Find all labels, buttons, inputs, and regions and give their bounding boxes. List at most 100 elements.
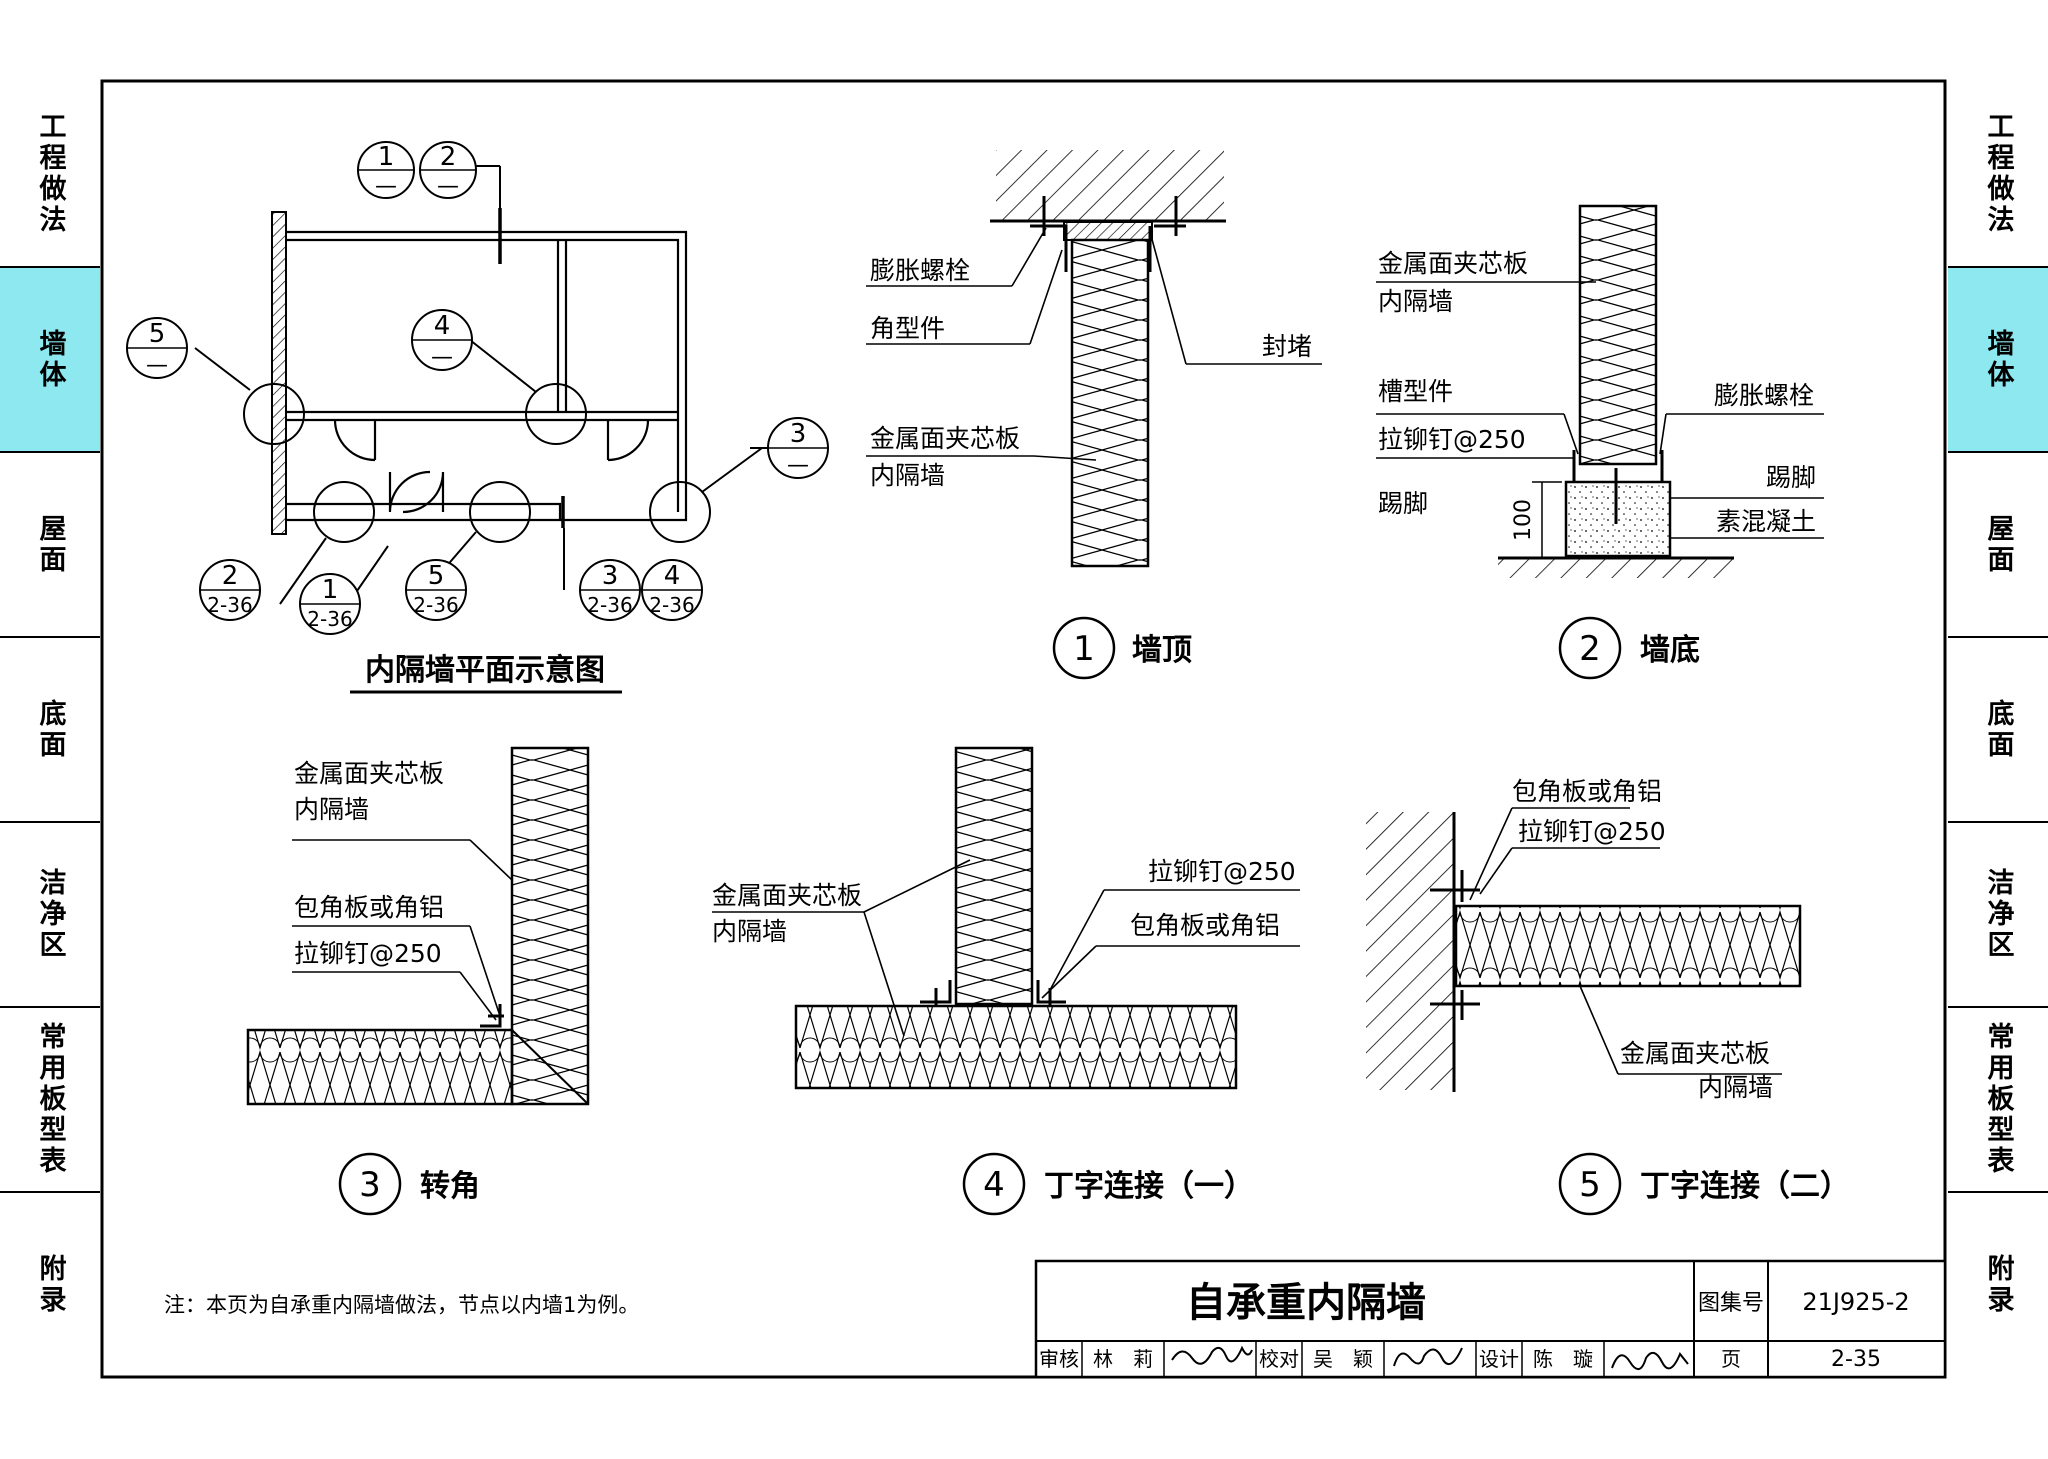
right-tab-panel-table[interactable]: 常用板型表 [1948, 1006, 2048, 1191]
svg-text:2-36: 2-36 [413, 593, 458, 617]
detail-3-label-wall: 内隔墙 [294, 795, 369, 824]
right-tab-clean-zone[interactable]: 洁净区 [1948, 821, 2048, 1006]
detail-1-label-seal: 封堵 [1262, 332, 1312, 361]
detail-3-label-rivet: 拉铆钉@250 [294, 939, 442, 968]
right-tab-engineering[interactable]: 工程做法 [1982, 111, 2014, 236]
detail-4-number: 4 [983, 1165, 1005, 1205]
detail-4-label-corner: 包角板或角铝 [1130, 911, 1280, 940]
left-tab-appendix[interactable]: 附录 [0, 1191, 100, 1376]
drawing-frame [100, 79, 1947, 1379]
detail-4-label-panel: 金属面夹芯板 [712, 881, 862, 910]
detail-3-horizontal-panel [246, 1028, 514, 1106]
sheet-title: 自承重内隔墙 [1186, 1280, 1426, 1326]
designer-name: 陈 璇 [1533, 1347, 1593, 1371]
detail-2-concrete-curb [1564, 480, 1672, 558]
detail-5-label-corner: 包角板或角铝 [1512, 777, 1662, 806]
reviewer-name: 林 莉 [1093, 1347, 1153, 1371]
detail-2-floor [1498, 558, 1734, 578]
detail-5-number: 5 [1579, 1165, 1601, 1205]
detail-5-label-panel: 金属面夹芯板 [1620, 1039, 1770, 1068]
svg-text:3: 3 [602, 561, 619, 591]
detail-2-label-rivet: 拉铆钉@250 [1378, 425, 1526, 454]
detail-3-label-corner: 包角板或角铝 [294, 893, 444, 922]
detail-1-panel [1070, 238, 1150, 568]
left-tab-panel-table[interactable]: 常用板型表 [0, 1006, 100, 1191]
svg-text:2: 2 [222, 561, 239, 591]
right-tab-wall[interactable]: 墙体 [1948, 266, 2048, 451]
detail-5-concrete-wall [1366, 812, 1454, 1090]
svg-text:1: 1 [322, 575, 339, 605]
detail-1-title: 墙顶 [1132, 633, 1192, 668]
plan-node-ring-2 [313, 481, 375, 543]
reviewer-signature [1171, 1345, 1253, 1365]
detail-1-number: 1 [1073, 629, 1095, 669]
detail-5-label-rivet: 拉铆钉@250 [1518, 817, 1666, 846]
detail-5-label-wall: 内隔墙 [1698, 1073, 1773, 1102]
callout-4-ref[interactable]: 4 2-36 [641, 559, 703, 621]
review-label: 审核 [1039, 1347, 1079, 1371]
svg-text:2-36: 2-36 [207, 593, 252, 617]
check-label: 校对 [1259, 1347, 1299, 1371]
svg-text:5: 5 [428, 561, 445, 591]
left-tab-roof[interactable]: 屋面 [0, 451, 100, 636]
detail-4-label-wall: 内隔墙 [712, 917, 787, 946]
detail-2-label-skirting-right: 踢脚 [1766, 463, 1816, 492]
right-tab-appendix[interactable]: 附录 [1948, 1191, 2048, 1376]
plan-node-ring-1 [469, 481, 531, 543]
detail-5-title: 丁字连接（二） [1640, 1169, 1850, 1204]
callout-5-top[interactable]: 5 — [126, 317, 188, 379]
left-tab-clean-zone[interactable]: 洁净区 [0, 821, 100, 1006]
callout-2-ref[interactable]: 2 2-36 [199, 559, 261, 621]
right-tab-floor[interactable]: 底面 [1948, 636, 2048, 821]
detail-3-vertical-panel [510, 746, 590, 1106]
detail-5-horizontal-panel [1454, 904, 1802, 988]
detail-1-label-wall: 内隔墙 [870, 461, 945, 490]
svg-text:1: 1 [378, 142, 395, 172]
page-label: 页 [1721, 1347, 1741, 1371]
svg-text:—: — [146, 353, 168, 378]
callout-3-ref[interactable]: 3 2-36 [579, 559, 641, 621]
detail-1-wall-top: 膨胀螺栓 角型件 封堵 金属面夹芯板 内隔墙 1 墙顶 [866, 150, 1322, 680]
plan-node-ring-3 [649, 481, 711, 543]
left-tab-wall[interactable]: 墙体 [0, 266, 100, 451]
page-number: 2-35 [1831, 1347, 1881, 1372]
detail-4-title: 丁字连接（一） [1044, 1169, 1254, 1204]
callout-1-ref[interactable]: 1 2-36 [299, 573, 361, 635]
right-tab-roof[interactable]: 屋面 [1948, 451, 2048, 636]
left-tab-floor[interactable]: 底面 [0, 636, 100, 821]
svg-text:2-36: 2-36 [587, 593, 632, 617]
title-block: 自承重内隔墙 图集号 21J925-2 审核 林 莉 校对 吴 颖 设计 陈 璇… [1034, 1259, 1947, 1379]
detail-4-label-rivet: 拉铆钉@250 [1148, 857, 1296, 886]
svg-text:—: — [375, 174, 397, 199]
callout-5-ref[interactable]: 5 2-36 [405, 559, 467, 621]
detail-1-seal [1063, 221, 1153, 241]
left-tab-engineering[interactable]: 工程做法 [34, 111, 66, 236]
detail-2-title: 墙底 [1640, 633, 1700, 668]
detail-2-label-channel: 槽型件 [1378, 377, 1453, 406]
design-label: 设计 [1479, 1347, 1519, 1371]
svg-text:3: 3 [790, 419, 807, 449]
detail-1-label-angle: 角型件 [870, 314, 945, 343]
designer-signature [1611, 1351, 1689, 1370]
callout-1-top[interactable]: 1 — [357, 141, 415, 199]
callout-4-top[interactable]: 4 — [411, 309, 473, 371]
checker-name: 吴 颖 [1313, 1347, 1373, 1371]
detail-4-horizontal-panel [794, 1004, 1238, 1090]
svg-text:—: — [787, 453, 809, 478]
page-note: 注：本页为自承重内隔墙做法，节点以内墙1为例。 [164, 1293, 639, 1317]
callout-3-top[interactable]: 3 — [767, 417, 829, 479]
atlas-label: 图集号 [1698, 1291, 1764, 1316]
svg-text:—: — [431, 345, 453, 370]
callout-2-top[interactable]: 2 — [419, 141, 500, 199]
detail-2-label-panel: 金属面夹芯板 [1378, 249, 1528, 278]
detail-4-t-junction-1: 金属面夹芯板 内隔墙 拉铆钉@250 包角板或角铝 4 丁字连接（一） [712, 746, 1300, 1216]
detail-3-corner: 金属面夹芯板 内隔墙 包角板或角铝 拉铆钉@250 3 转角 [246, 746, 590, 1216]
detail-1-label-bolt: 膨胀螺栓 [870, 256, 970, 285]
atlas-number: 21J925-2 [1802, 1288, 1909, 1316]
detail-5-t-junction-2: 包角板或角铝 拉铆钉@250 金属面夹芯板 内隔墙 5 丁字连接（二） [1366, 777, 1850, 1216]
plan-node-ring-5 [243, 383, 305, 445]
detail-2-number: 2 [1579, 629, 1601, 669]
detail-2-panel [1578, 204, 1658, 466]
detail-2-dimension: 100 [1511, 499, 1536, 541]
